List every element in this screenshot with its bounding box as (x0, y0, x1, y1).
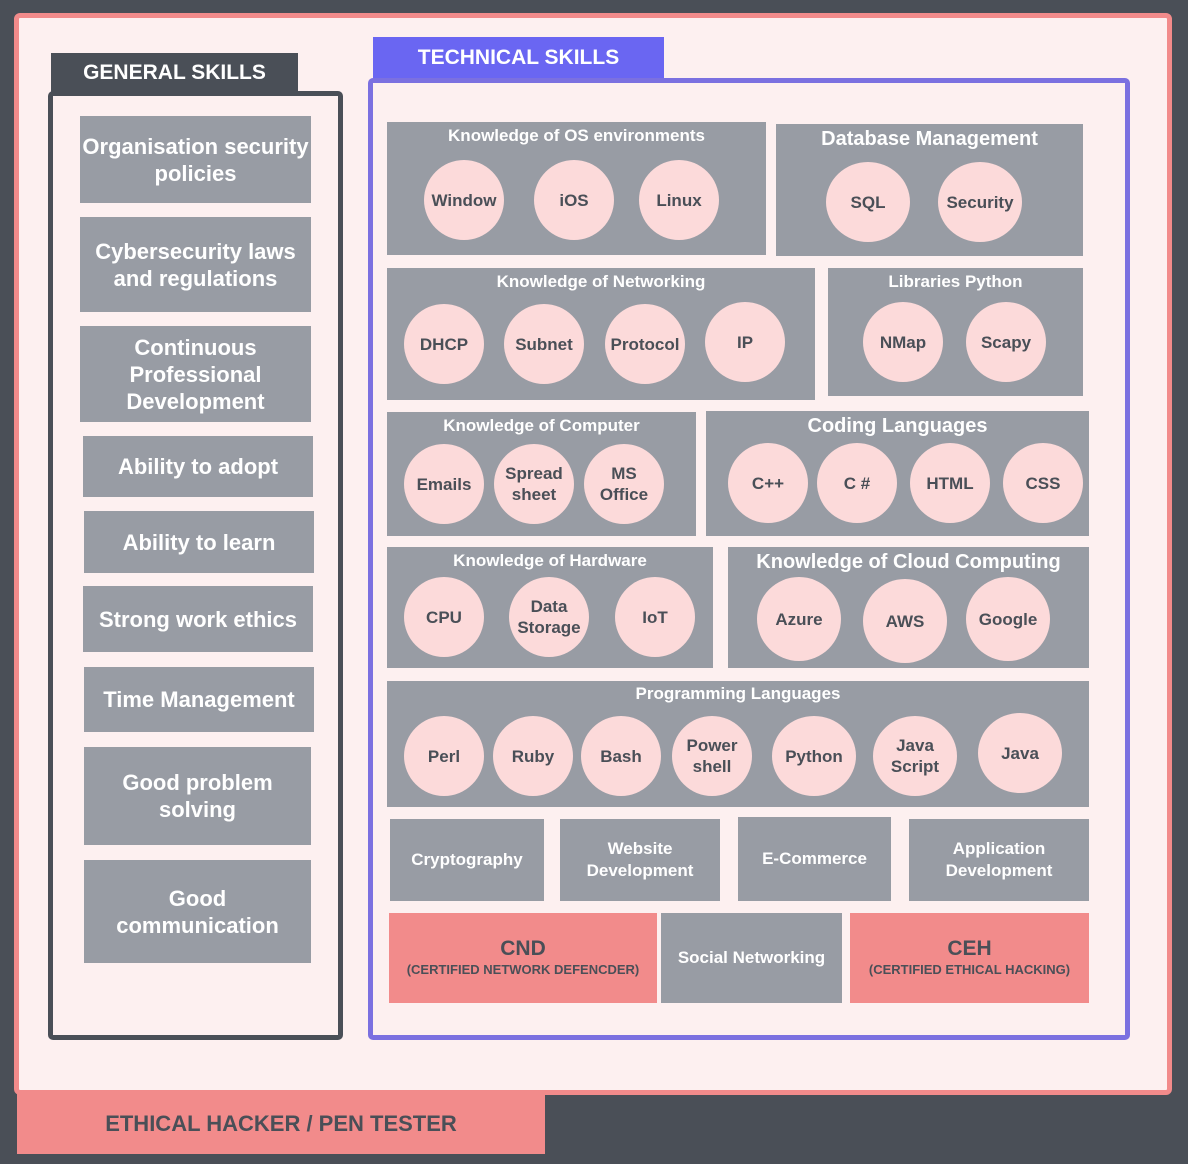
general-skill-box: Good communication (84, 860, 311, 963)
general-skill-label: Time Management (103, 687, 295, 712)
general-skill-label: Ability to adopt (117, 454, 279, 479)
skill-circle: SQL (826, 162, 910, 242)
skill-box-label: Website Development (586, 839, 694, 880)
skill-circle: Power shell (672, 716, 752, 796)
skill-circle: Subnet (504, 304, 584, 384)
general-skill-label: Ability to learn (122, 529, 276, 555)
skill-group-computer: Knowledge of Computer Emails Spread shee… (387, 412, 696, 536)
certification-full-name: (CERTIFIED ETHICAL HACKING) (868, 962, 1071, 977)
certification-name: CEH (947, 937, 992, 960)
skill-circle: Scapy (966, 302, 1046, 382)
skill-group-programming: Programming Languages Perl Ruby Bash Pow… (387, 681, 1089, 807)
skill-circle: NMap (863, 302, 943, 382)
skill-circle: Linux (639, 160, 719, 240)
skill-circle: MS Office (584, 444, 664, 524)
skill-circle: Security (938, 162, 1022, 242)
skill-circle: DHCP (404, 304, 484, 384)
skill-circle: Java Script (873, 716, 957, 796)
skill-circle: Google (966, 577, 1050, 661)
skill-circle: Data Storage (509, 577, 589, 657)
skill-circle: Python (772, 716, 856, 796)
group-title: Coding Languages (807, 415, 988, 437)
general-skill-box: Good problem solving (84, 747, 311, 845)
skill-group-python-libraries: Libraries Python NMap Scapy (828, 268, 1083, 396)
skill-box-label: Social Networking (677, 948, 826, 967)
general-skills-title: GENERAL SKILLS (51, 53, 298, 93)
skill-box-label: Application Development (945, 839, 1053, 880)
skill-box-website-development: Website Development (560, 819, 720, 901)
skill-circle: Emails (404, 444, 484, 524)
general-skill-label: Good communication (116, 885, 279, 938)
general-skill-label: Strong work ethics (98, 606, 298, 632)
certification-cnd: CND (CERTIFIED NETWORK DEFENCDER) (389, 913, 657, 1003)
general-skill-label: Cybersecurity laws and regulations (95, 238, 296, 291)
general-skill-label: Continuous Professional Development (126, 334, 265, 414)
skill-box-label: E-Commerce (762, 849, 867, 868)
skill-circle: Perl (404, 716, 484, 796)
skill-circle: iOS (534, 160, 614, 240)
skill-circle: IoT (615, 577, 695, 657)
skill-circle: Java (978, 713, 1062, 793)
skill-box-cryptography: Cryptography (390, 819, 544, 901)
skill-circle: CSS (1003, 443, 1083, 523)
group-title: Knowledge of Hardware (453, 551, 647, 570)
skill-group-database: Database Management SQL Security (776, 124, 1083, 256)
general-skill-box: Strong work ethics (83, 586, 313, 652)
general-skill-box: Cybersecurity laws and regulations (80, 217, 311, 312)
skill-group-networking: Knowledge of Networking DHCP Subnet Prot… (387, 268, 815, 400)
skill-circle: HTML (910, 443, 990, 523)
general-skill-label: Good problem solving (122, 770, 273, 822)
general-skill-box: Continuous Professional Development (80, 326, 311, 422)
footer-title: ETHICAL HACKER / PEN TESTER (17, 1094, 545, 1154)
skill-box-application-development: Application Development (909, 819, 1089, 901)
skill-box-label: Cryptography (411, 850, 523, 869)
skill-circle: AWS (863, 579, 947, 663)
group-title: Programming Languages (635, 684, 841, 703)
group-title: Knowledge of Networking (496, 272, 706, 291)
skill-circle: Azure (757, 577, 841, 661)
group-title: Knowledge of Cloud Computing (756, 551, 1061, 573)
skill-group-os: Knowledge of OS environments Window iOS … (387, 122, 766, 255)
skill-circle: Bash (581, 716, 661, 796)
skill-circle: Protocol (605, 304, 685, 384)
group-title: Database Management (821, 128, 1038, 150)
certification-ceh: CEH (CERTIFIED ETHICAL HACKING) (850, 913, 1089, 1003)
skill-circle: C++ (728, 443, 808, 523)
skill-circle: C # (817, 443, 897, 523)
skill-circle: Ruby (493, 716, 573, 796)
general-skill-box: Organisation security policies (80, 116, 311, 203)
skill-group-cloud: Knowledge of Cloud Computing Azure AWS G… (728, 547, 1089, 668)
skill-group-coding: Coding Languages C++ C # HTML CSS (706, 411, 1089, 536)
skill-circle: Window (424, 160, 504, 240)
skill-circle: IP (705, 302, 785, 382)
skill-circle: CPU (404, 577, 484, 657)
general-skill-box: Ability to learn (84, 511, 314, 573)
group-title: Knowledge of OS environments (448, 126, 705, 145)
general-skill-box: Time Management (84, 667, 314, 732)
skill-circle: Spread sheet (494, 444, 574, 524)
certification-full-name: (CERTIFIED NETWORK DEFENCDER) (406, 962, 640, 977)
skill-box-ecommerce: E-Commerce (738, 817, 891, 901)
group-title: Knowledge of Computer (443, 416, 640, 435)
group-title: Libraries Python (888, 272, 1023, 291)
certification-name: CND (500, 937, 546, 960)
skill-box-social-networking: Social Networking (661, 913, 842, 1003)
general-skill-box: Ability to adopt (83, 436, 313, 497)
general-skill-label: Organisation security policies (82, 133, 309, 186)
technical-skills-title: TECHNICAL SKILLS (373, 37, 664, 78)
skill-group-hardware: Knowledge of Hardware CPU Data Storage I… (387, 547, 713, 668)
